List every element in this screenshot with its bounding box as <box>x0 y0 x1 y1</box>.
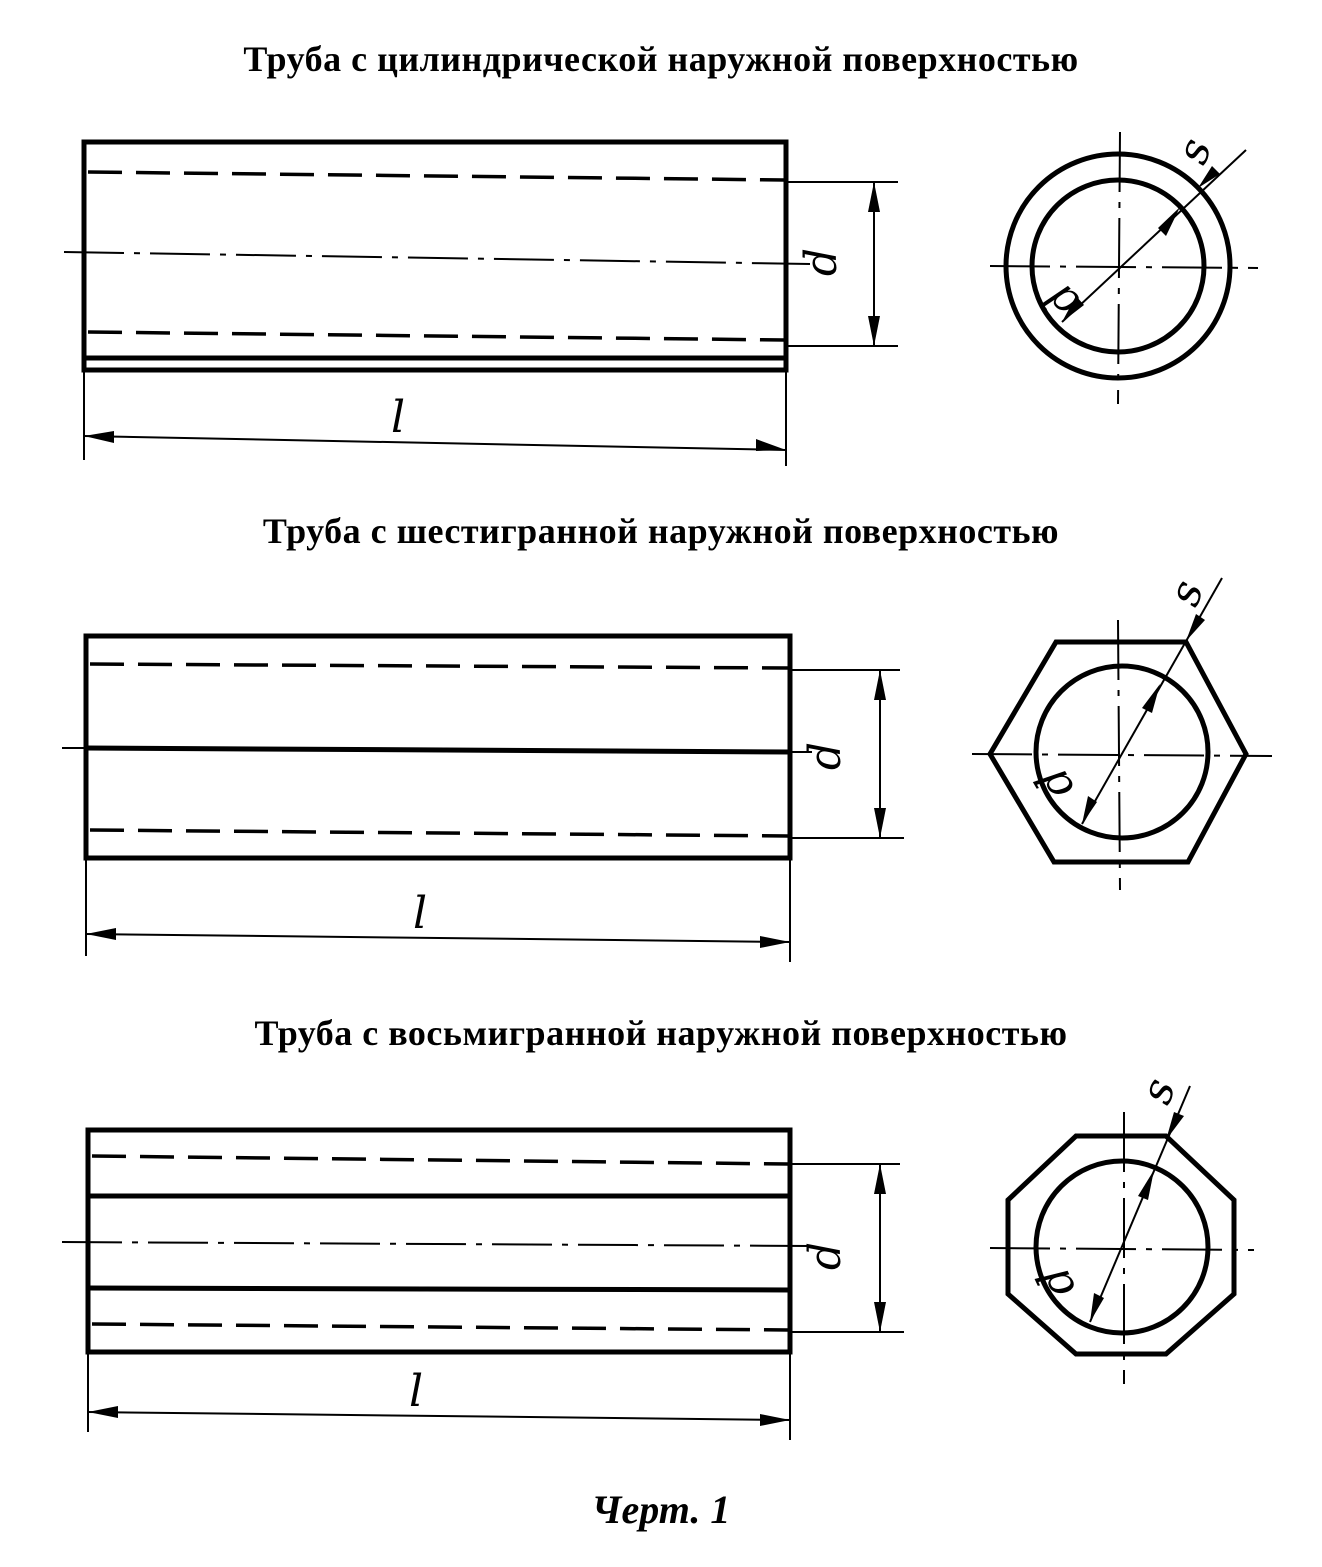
hidden-bore-top <box>87 170 785 182</box>
hidden-bore-bottom <box>91 1322 789 1332</box>
dimension-label-l: l <box>409 1366 423 1417</box>
hexagonal-pipe-side-view: d l <box>62 633 904 962</box>
edge-line <box>85 745 791 755</box>
arrowhead <box>88 1406 118 1418</box>
dimension-label-s: s <box>1159 574 1215 613</box>
arrowhead <box>1142 684 1160 713</box>
dimension-label-d: d <box>800 742 851 770</box>
arrowhead <box>868 316 880 346</box>
dimension-line-l <box>87 1411 791 1421</box>
dimension-label-s: s <box>1167 132 1223 171</box>
arrowhead <box>1198 166 1220 188</box>
arrowhead <box>1062 296 1084 322</box>
center-axis <box>61 1241 813 1247</box>
arrowhead <box>760 936 790 948</box>
title-cylindrical-pipe: Труба с цилиндрической наружной поверхно… <box>243 39 1079 79</box>
arrowhead <box>874 1164 886 1194</box>
hexagon-outline <box>987 639 1249 865</box>
dimension-label-s: s <box>1131 1072 1187 1111</box>
arrowhead <box>1186 614 1205 641</box>
arrowhead <box>874 1302 886 1332</box>
center-axis <box>63 251 811 265</box>
dimension-label-l: l <box>391 392 405 443</box>
hidden-bore-bottom <box>87 330 785 342</box>
dimension-label-d: d <box>796 248 847 276</box>
vertical-center-line <box>1117 619 1121 891</box>
arrowhead <box>1090 1293 1104 1322</box>
horizontal-center-line <box>989 265 1259 269</box>
arrowhead <box>1082 796 1097 824</box>
hexagonal-pipe-section: d s <box>971 574 1273 891</box>
octagon-outline <box>1005 1133 1237 1357</box>
arrowhead <box>868 182 880 212</box>
cylindrical-pipe-side-view: d l <box>63 139 898 466</box>
arrowhead <box>760 1414 790 1426</box>
horizontal-center-line <box>971 753 1273 757</box>
arrowhead <box>84 431 114 443</box>
hidden-bore-top <box>89 662 789 670</box>
arrowhead <box>1158 207 1180 236</box>
pipe-outline <box>85 1127 793 1355</box>
arrowhead <box>86 928 116 940</box>
dimension-line-d <box>1061 149 1247 323</box>
arrowhead <box>874 670 886 700</box>
inner-circle <box>1033 663 1211 841</box>
octagonal-pipe-section: d s <box>989 1072 1255 1384</box>
arrowhead <box>756 439 786 451</box>
arrowhead <box>1138 1170 1154 1200</box>
hidden-bore-top <box>91 1154 789 1166</box>
arrowhead <box>1166 1112 1184 1140</box>
figure-caption: Черт. 1 <box>591 1487 731 1532</box>
hidden-bore-bottom <box>89 828 789 838</box>
dimension-line-l <box>85 933 791 943</box>
title-hexagonal-pipe: Труба с шестигранной наружной поверхност… <box>262 511 1060 551</box>
dimension-label-d: d <box>800 1242 851 1270</box>
dimension-label-d: d <box>1034 272 1090 328</box>
dimension-line-l <box>83 435 787 451</box>
octagonal-pipe-side-view: d l <box>61 1127 904 1440</box>
pipe-outline <box>81 139 789 373</box>
arrowhead <box>874 808 886 838</box>
edge-line-bottom <box>87 1285 791 1293</box>
title-octagonal-pipe: Труба с восьмигранной наружной поверхнос… <box>254 1013 1068 1053</box>
inner-circle <box>1033 1158 1211 1336</box>
dimension-label-l: l <box>413 888 427 939</box>
cylindrical-pipe-section: d s <box>989 132 1259 405</box>
